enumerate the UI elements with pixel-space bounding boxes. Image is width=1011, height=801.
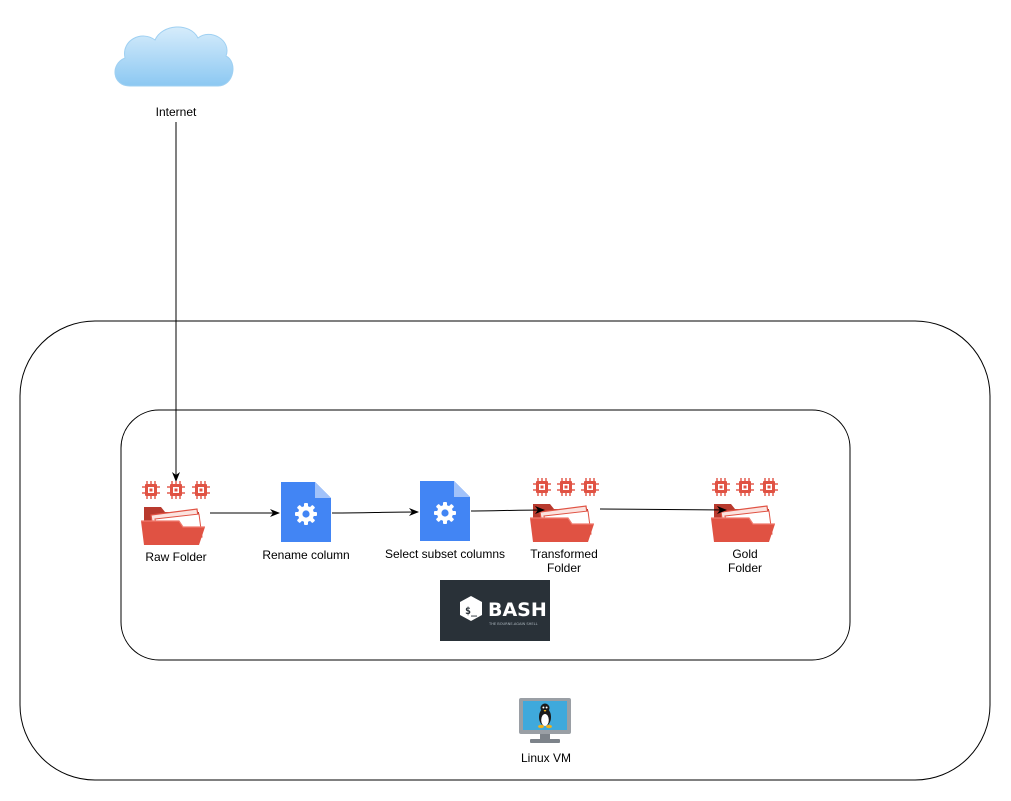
transformed-folder-label-1: Transformed xyxy=(530,547,598,561)
linux-monitor-icon[interactable] xyxy=(519,698,571,743)
bash-logo-text: BASH xyxy=(488,599,547,621)
transformed-folder-label-2: Folder xyxy=(547,561,581,575)
pipeline-container[interactable] xyxy=(120,409,851,661)
bash-logo-subtext: THE BOURNE-AGAIN SHELL xyxy=(488,622,538,626)
bash-logo: $_ BASH THE BOURNE-AGAIN SHELL xyxy=(440,580,550,641)
edge-select-transformed[interactable] xyxy=(470,506,545,515)
svg-text:$_: $_ xyxy=(465,606,478,617)
chip-icons-transformed xyxy=(532,477,600,497)
select-subset-label: Select subset columns xyxy=(385,547,505,561)
gold-folder-label-2: Folder xyxy=(728,561,762,575)
chip-icons-gold xyxy=(711,477,779,497)
select-subset-icon[interactable] xyxy=(420,481,470,541)
raw-folder-icon[interactable] xyxy=(140,506,206,546)
linux-vm-container[interactable] xyxy=(19,320,991,781)
linux-vm-label: Linux VM xyxy=(521,751,571,765)
raw-folder-label: Raw Folder xyxy=(145,550,206,564)
gold-folder-label-1: Gold xyxy=(732,547,757,561)
chip-icons-raw xyxy=(141,480,211,500)
edge-rename-select[interactable] xyxy=(331,508,419,517)
rename-column-label: Rename column xyxy=(262,548,349,562)
edge-transformed-gold[interactable] xyxy=(599,505,727,514)
rename-column-icon[interactable] xyxy=(281,482,331,542)
cloud-icon[interactable] xyxy=(114,26,234,87)
internet-label: Internet xyxy=(156,105,197,119)
